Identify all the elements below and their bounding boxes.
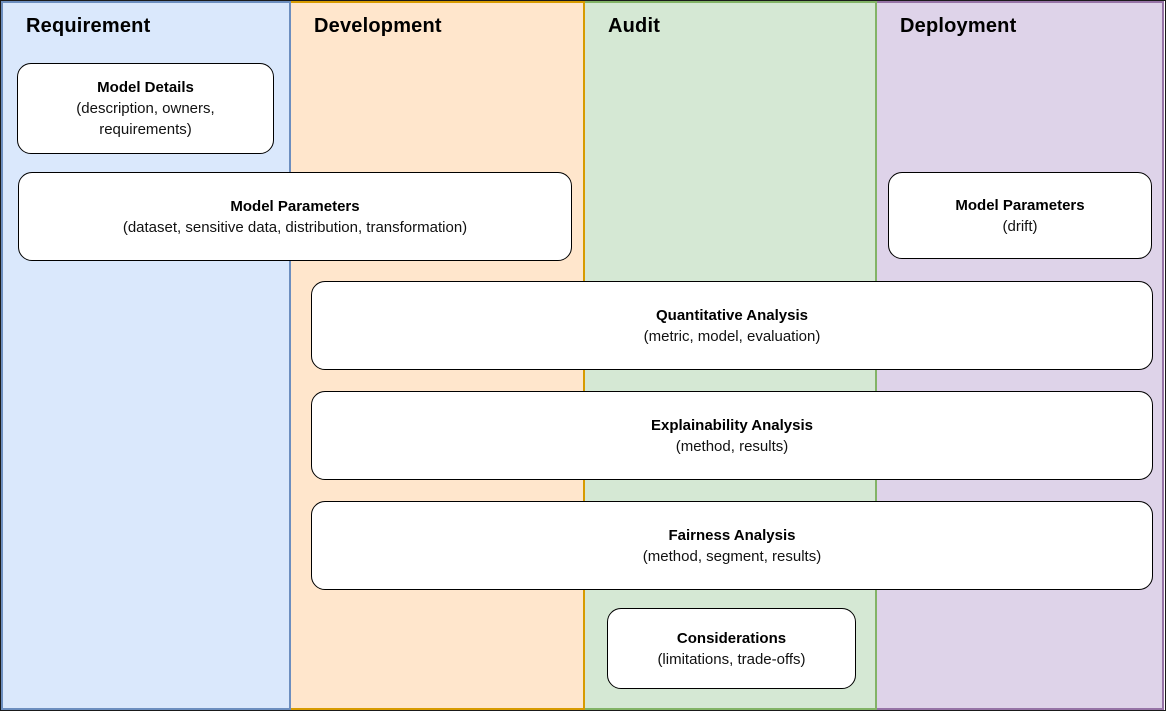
- box-title: Considerations: [676, 629, 787, 647]
- box-quantitative-analysis: Quantitative Analysis (metric, model, ev…: [311, 281, 1153, 370]
- box-fairness-analysis: Fairness Analysis (method, segment, resu…: [311, 501, 1153, 590]
- box-title: Quantitative Analysis: [656, 306, 808, 324]
- box-subtitle: (method, segment, results): [642, 547, 822, 565]
- lane-requirement-label: Requirement: [26, 15, 151, 37]
- box-subtitle: (drift): [1002, 217, 1038, 235]
- lane-audit-label: Audit: [608, 15, 661, 37]
- box-considerations: Considerations (limitations, trade-offs): [607, 608, 856, 689]
- box-title: Fairness Analysis: [668, 526, 796, 544]
- box-title: Model Details: [97, 79, 194, 96]
- box-subtitle: (method, results): [675, 437, 789, 455]
- box-subtitle: (limitations, trade-offs): [657, 650, 806, 668]
- box-title: Explainability Analysis: [650, 416, 813, 434]
- box-subtitle: (dataset, sensitive data, distribution, …: [122, 218, 468, 236]
- box-model-details: Model Details (description, owners, requ…: [17, 63, 274, 154]
- box-model-parameters-drift: Model Parameters (drift): [888, 172, 1152, 259]
- box-model-parameters-requirement: Model Parameters (dataset, sensitive dat…: [18, 172, 572, 261]
- box-subtitle: (metric, model, evaluation): [643, 327, 821, 345]
- lane-deployment-label: Deployment: [900, 15, 1017, 37]
- box-title: Model Parameters: [955, 196, 1085, 214]
- box-explainability-analysis: Explainability Analysis (method, results…: [311, 391, 1153, 480]
- box-subtitle: (description, owners, requirements): [76, 100, 215, 138]
- box-title: Model Parameters: [230, 197, 360, 215]
- lane-development-label: Development: [314, 15, 442, 37]
